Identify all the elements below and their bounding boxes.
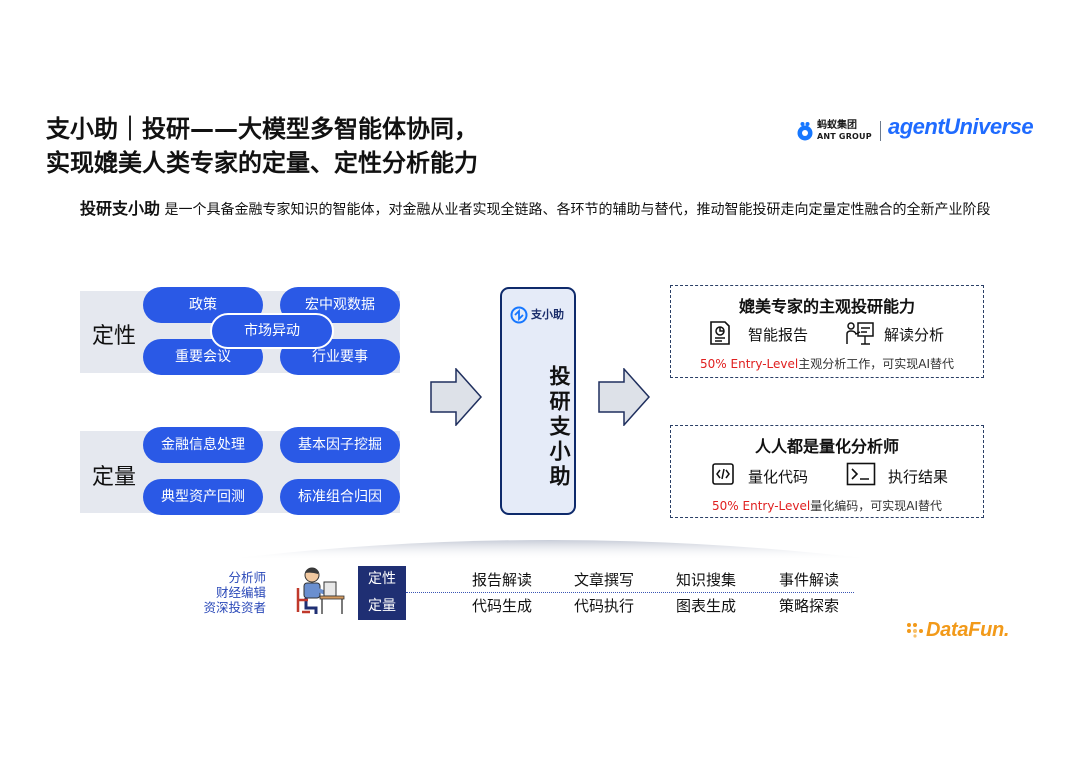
quant-analyst-note: 50% Entry-Level量化编码，可实现AI替代 bbox=[671, 497, 983, 514]
title-line-1: 支小助｜投研——大模型多智能体协同， bbox=[46, 115, 478, 143]
intro-paragraph: 投研支小助 是一个具备金融专家知识的智能体，对金融从业者实现全链路、各环节的辅助… bbox=[80, 199, 1010, 220]
pill-asset-backtest: 典型资产回测 bbox=[143, 479, 263, 515]
page-title: 支小助｜投研——大模型多智能体协同， 实现媲美人类专家的定量、定性分析能力 bbox=[46, 112, 478, 180]
ant-icon bbox=[797, 122, 813, 141]
pill-factor-mining: 基本因子挖掘 bbox=[280, 427, 400, 463]
pill-policy: 政策 bbox=[143, 287, 263, 323]
item-smart-report: 智能报告 bbox=[748, 326, 809, 344]
item-quant-code: 量化代码 bbox=[748, 468, 809, 486]
intro-bold: 投研支小助 bbox=[80, 199, 161, 218]
datafun-dots-icon bbox=[907, 623, 923, 638]
presentation-analysis-icon bbox=[846, 322, 874, 345]
ant-logo-en: ANT GROUP bbox=[817, 132, 872, 141]
task-code-execution: 代码执行 bbox=[574, 597, 635, 615]
zhixiaozhu-icon bbox=[510, 306, 528, 324]
tag-quantitative: 定量 bbox=[358, 593, 406, 620]
ant-logo-cn: 蚂蚁集团 bbox=[817, 120, 857, 131]
task-row-divider bbox=[406, 592, 854, 593]
title-line-2: 实现媲美人类专家的定量、定性分析能力 bbox=[46, 149, 478, 177]
role-analyst: 分析师 bbox=[228, 570, 266, 585]
task-knowledge-collection: 知识搜集 bbox=[676, 571, 737, 589]
shadow-band bbox=[220, 540, 880, 560]
note-red-bottom: 50% Entry-Level bbox=[712, 499, 811, 513]
task-event-interpretation: 事件解读 bbox=[779, 571, 840, 589]
note-red-top: 50% Entry-Level bbox=[700, 357, 799, 371]
center-agent-box: 支小助 投研支小助 bbox=[500, 287, 576, 515]
arrow-right-icon bbox=[430, 368, 482, 426]
task-chart-generation: 图表生成 bbox=[676, 597, 737, 615]
note-rest-bottom: 量化编码，可实现AI替代 bbox=[810, 499, 942, 513]
role-list: 分析师 财经编辑 资深投资者 bbox=[190, 570, 266, 615]
tag-qualitative: 定性 bbox=[358, 566, 406, 593]
subjective-ability-title: 媲美专家的主观投研能力 bbox=[738, 297, 915, 316]
task-code-generation: 代码生成 bbox=[472, 597, 533, 615]
quant-analyst-box: 人人都是量化分析师 量化代码 执行结果 50% Entry-Level量化编码，… bbox=[670, 425, 984, 518]
pill-portfolio-attribution: 标准组合归因 bbox=[280, 479, 400, 515]
zhixiaozhu-logo-text: 支小助 bbox=[531, 308, 564, 321]
intro-text: 是一个具备金融专家知识的智能体，对金融从业者实现全链路、各环节的辅助与替代，推动… bbox=[160, 202, 991, 218]
code-icon bbox=[712, 463, 734, 485]
task-article-writing: 文章撰写 bbox=[574, 571, 635, 589]
role-finance-editor: 财经编辑 bbox=[215, 585, 266, 600]
datafun-logo: DataFun. bbox=[926, 619, 1010, 641]
zhixiaozhu-logo: 支小助 bbox=[510, 302, 570, 330]
subjective-ability-note: 50% Entry-Level主观分析工作，可实现AI替代 bbox=[671, 355, 983, 372]
subjective-ability-box: 媲美专家的主观投研能力 智能报告 解读分析 50% Entry-Level主观分… bbox=[670, 285, 984, 378]
person-at-desk-icon bbox=[296, 567, 345, 614]
pill-financial-info: 金融信息处理 bbox=[143, 427, 263, 463]
ant-group-logo: 蚂蚁集团 ANT GROUP bbox=[796, 119, 876, 145]
pill-market-anomaly: 市场异动 bbox=[210, 313, 334, 349]
quant-analyst-title: 人人都是量化分析师 bbox=[754, 437, 899, 456]
report-icon bbox=[710, 321, 730, 345]
task-report-interpretation: 报告解读 bbox=[472, 571, 533, 589]
terminal-icon bbox=[846, 462, 876, 486]
item-interpret-analysis: 解读分析 bbox=[884, 326, 945, 344]
qualitative-label: 定性 bbox=[92, 324, 137, 349]
agentuniverse-logo: agentUniverse bbox=[888, 114, 1034, 139]
arrow-right-icon-2 bbox=[598, 368, 650, 426]
item-execution-result: 执行结果 bbox=[888, 468, 949, 486]
role-senior-investor: 资深投资者 bbox=[203, 600, 266, 615]
quantitative-label: 定量 bbox=[92, 465, 137, 490]
center-vertical-title: 投研支小助 bbox=[547, 364, 571, 490]
note-rest-top: 主观分析工作，可实现AI替代 bbox=[798, 357, 954, 371]
task-strategy-exploration: 策略探索 bbox=[779, 597, 840, 615]
logo-divider bbox=[880, 121, 881, 141]
